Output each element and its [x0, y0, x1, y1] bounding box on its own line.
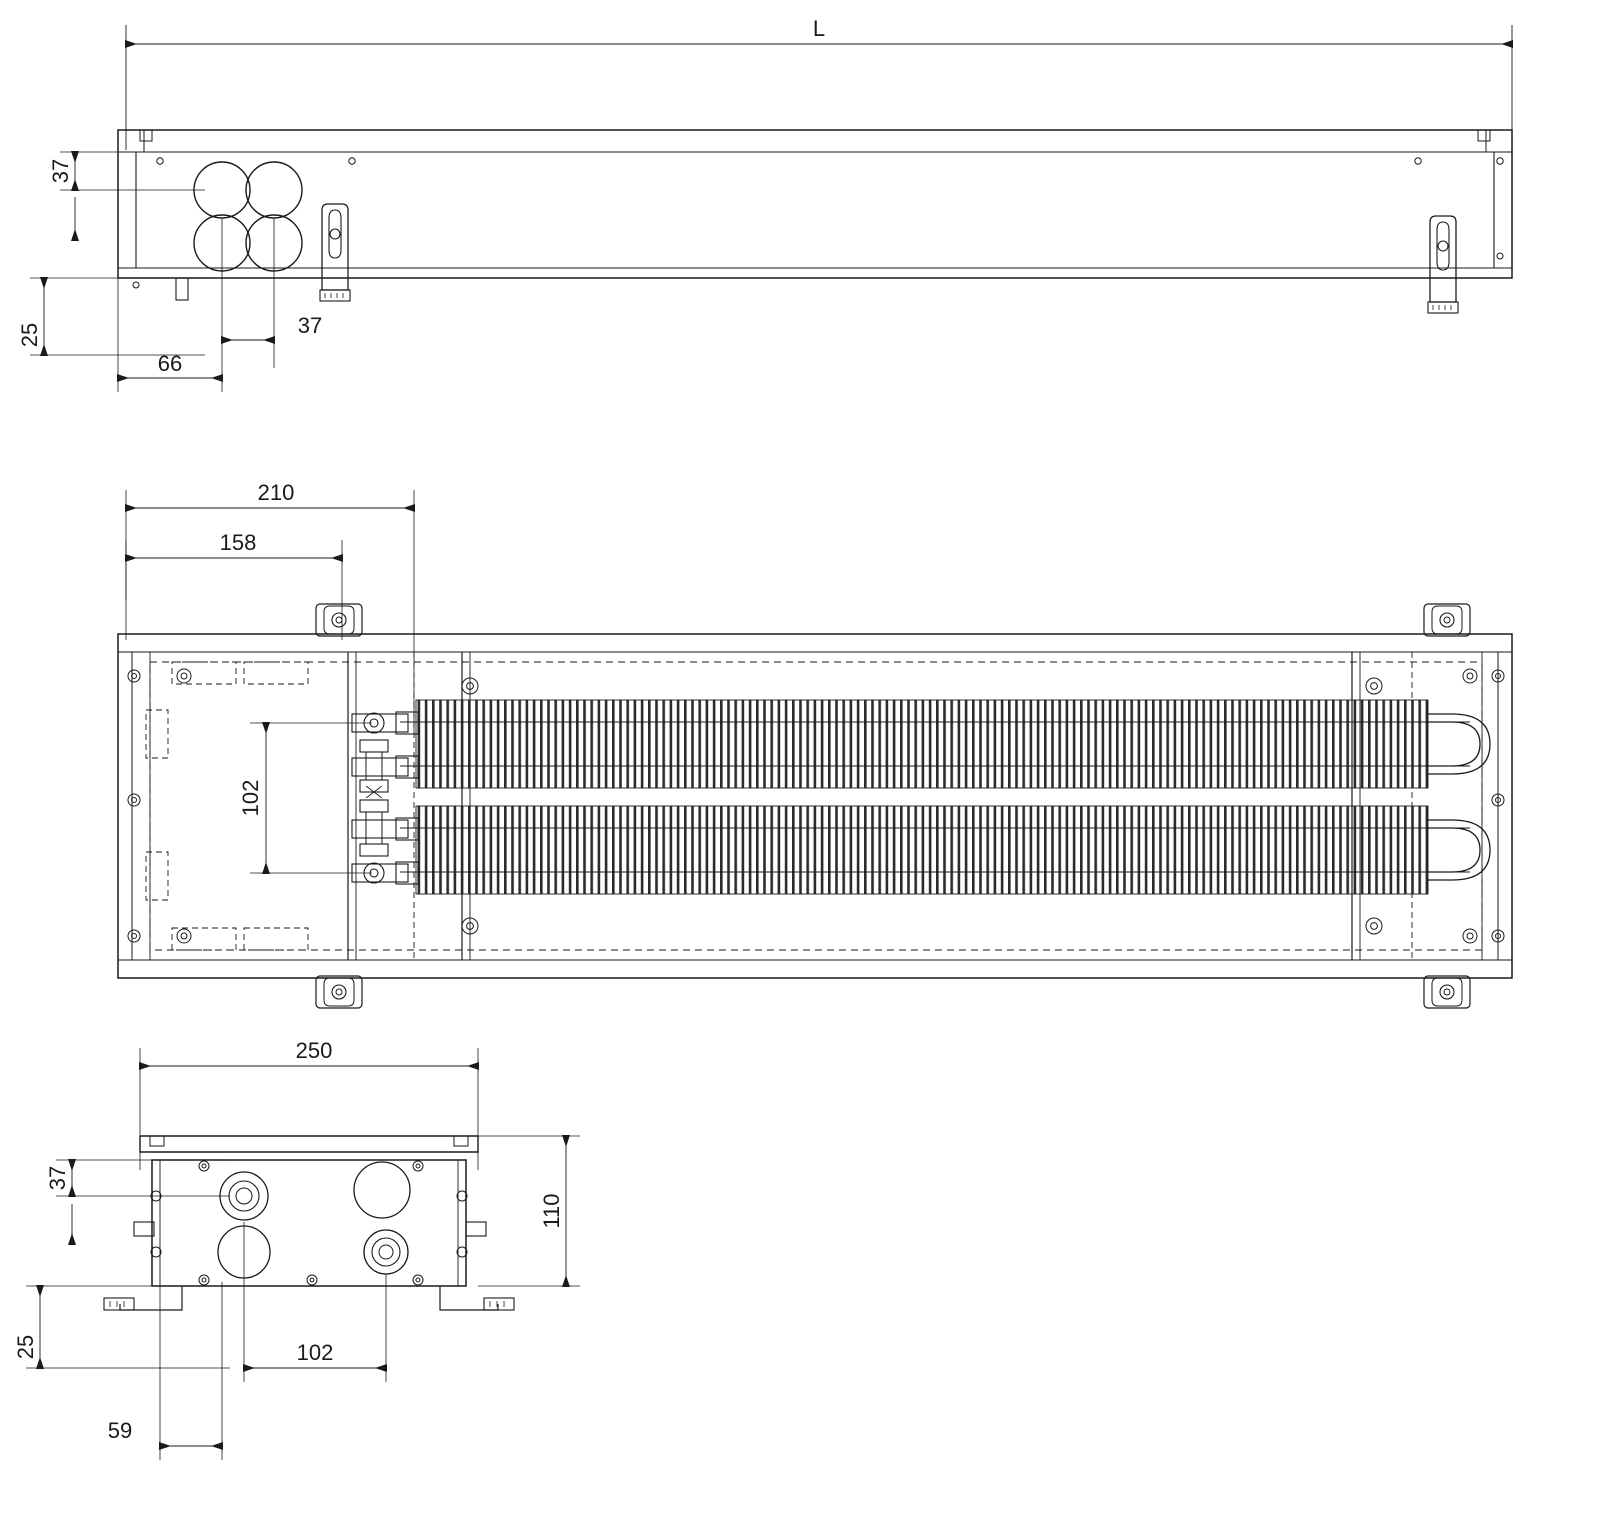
- plan-view: [117, 490, 1513, 1009]
- dim-label-25-section: 25: [13, 1335, 38, 1359]
- dim-label-37-section: 37: [45, 1166, 70, 1190]
- dim-label-66: 66: [158, 351, 182, 376]
- clamp-bottom-left: [315, 975, 363, 1009]
- dim-label-102-plan: 102: [238, 780, 263, 817]
- dim-label-L: L: [813, 16, 825, 41]
- dim-label-250: 250: [296, 1038, 333, 1063]
- front-elevation-view: [30, 25, 1513, 392]
- dim-label-158: 158: [220, 530, 257, 555]
- dim-label-102-section: 102: [297, 1340, 334, 1365]
- clamp-top-left: [315, 603, 363, 637]
- dim-label-37-bottom: 37: [298, 313, 322, 338]
- dim-label-37-top: 37: [48, 159, 73, 183]
- mounting-bracket-right: [1427, 215, 1459, 314]
- mounting-bracket-left: [319, 203, 351, 302]
- dim-label-110: 110: [539, 1193, 564, 1228]
- clamp-bottom-right: [1423, 975, 1471, 1009]
- section-end-view: [26, 1048, 580, 1460]
- dim-label-59: 59: [108, 1418, 132, 1443]
- dim-label-25-left: 25: [17, 323, 42, 347]
- dim-label-210: 210: [258, 480, 295, 505]
- clamp-top-right: [1423, 603, 1471, 637]
- finned-heat-exchanger: [351, 699, 1491, 895]
- dimension-labels: L 37 25 66 37 210 158 102 250 110 37 25 …: [13, 16, 825, 1443]
